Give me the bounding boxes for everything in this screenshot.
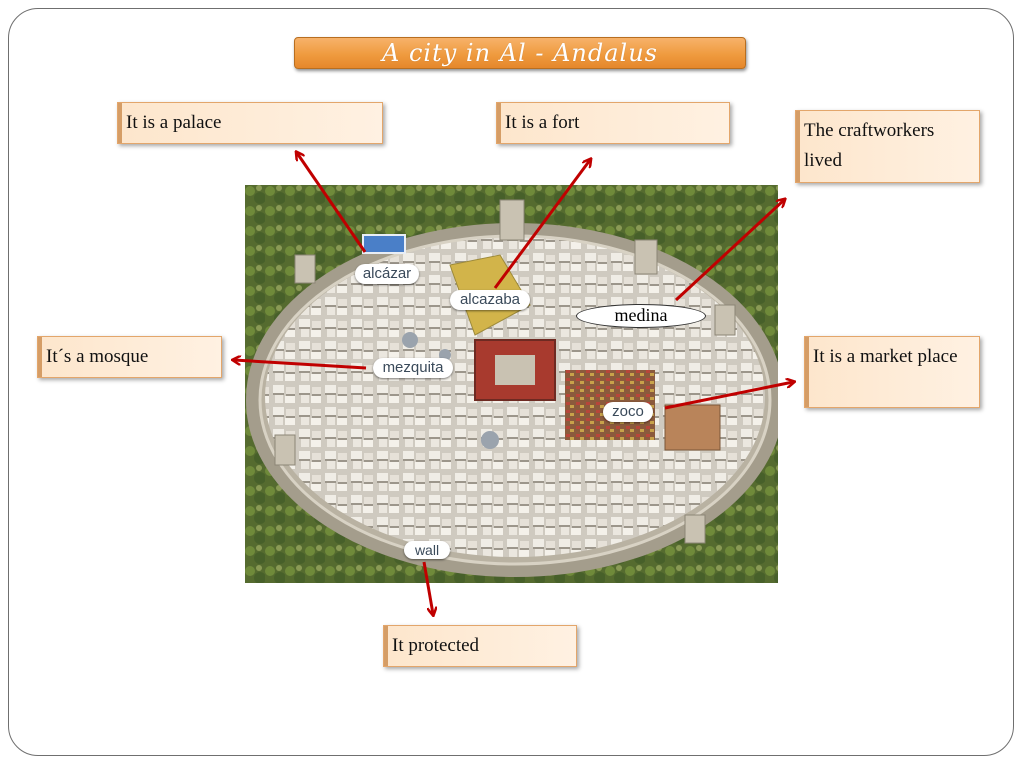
note-fort: It is a fort <box>496 102 730 144</box>
note-mosque: It´s a mosque <box>37 336 222 378</box>
map-label-alcazar: alcázar <box>355 264 419 284</box>
note-craftworkers: The craftworkers lived <box>795 110 980 183</box>
note-market-place: It is a market place <box>804 336 980 408</box>
note-palace: It is a palace <box>117 102 383 144</box>
map-label-mezquita: mezquita <box>373 358 453 378</box>
map-label-medina: medina <box>576 304 706 328</box>
map-label-zoco: zoco <box>603 402 653 422</box>
city-illustration <box>245 185 778 583</box>
slide-frame <box>8 8 1014 756</box>
map-label-alcazaba: alcazaba <box>450 290 530 310</box>
map-label-wall: wall <box>404 541 450 559</box>
note-wall: It protected <box>383 625 577 667</box>
slide-title: A city in Al - Andalus <box>294 37 746 69</box>
